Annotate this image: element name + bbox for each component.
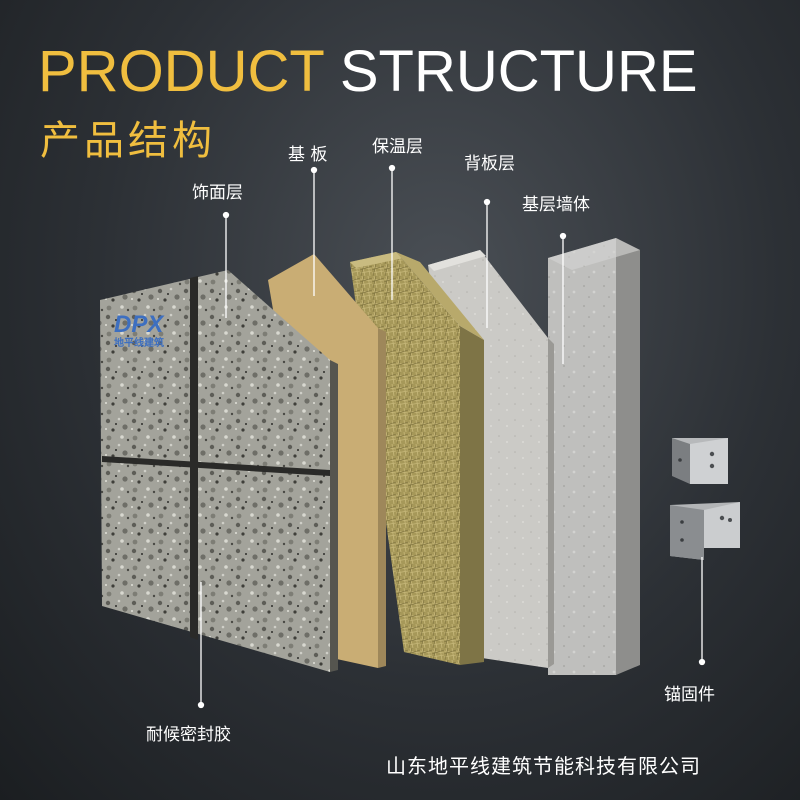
leader-dot-wall	[559, 232, 567, 240]
logo-text: 地平线建筑	[114, 336, 164, 349]
label-backing-board: 背板层	[464, 154, 515, 174]
stone-finish-panel	[100, 270, 338, 672]
leader-dot-finish	[222, 211, 230, 219]
page-title: PRODUCT STRUCTURE	[38, 38, 698, 105]
leader-lines	[197, 164, 706, 709]
leader-dot-anchor	[698, 658, 706, 666]
label-base-wall: 基层墙体	[522, 195, 590, 215]
label-sealant: 耐候密封胶	[146, 725, 231, 745]
anchor-bracket-top	[672, 438, 728, 484]
label-anchor: 锚固件	[664, 685, 715, 705]
leader-dot-insulation	[388, 164, 396, 172]
company-name: 山东地平线建筑节能科技有限公司	[386, 754, 701, 778]
leader-dot-sealant	[197, 701, 205, 709]
label-base-board: 基 板	[288, 145, 328, 165]
base-wall-layer	[548, 238, 640, 675]
logo-mark: DPX	[114, 311, 165, 338]
anchor-bracket-bottom	[670, 502, 740, 560]
label-insulation: 保温层	[372, 137, 423, 157]
label-finish-layer: 饰面层	[192, 183, 243, 203]
page-subtitle: 产品结构	[40, 118, 216, 164]
leader-dot-base-board	[310, 166, 318, 174]
title-word-product: PRODUCT	[38, 39, 324, 104]
dpx-logo: DPX 地平线建筑	[114, 311, 165, 349]
title-word-structure: STRUCTURE	[339, 39, 698, 104]
leader-dot-backing	[483, 198, 491, 206]
